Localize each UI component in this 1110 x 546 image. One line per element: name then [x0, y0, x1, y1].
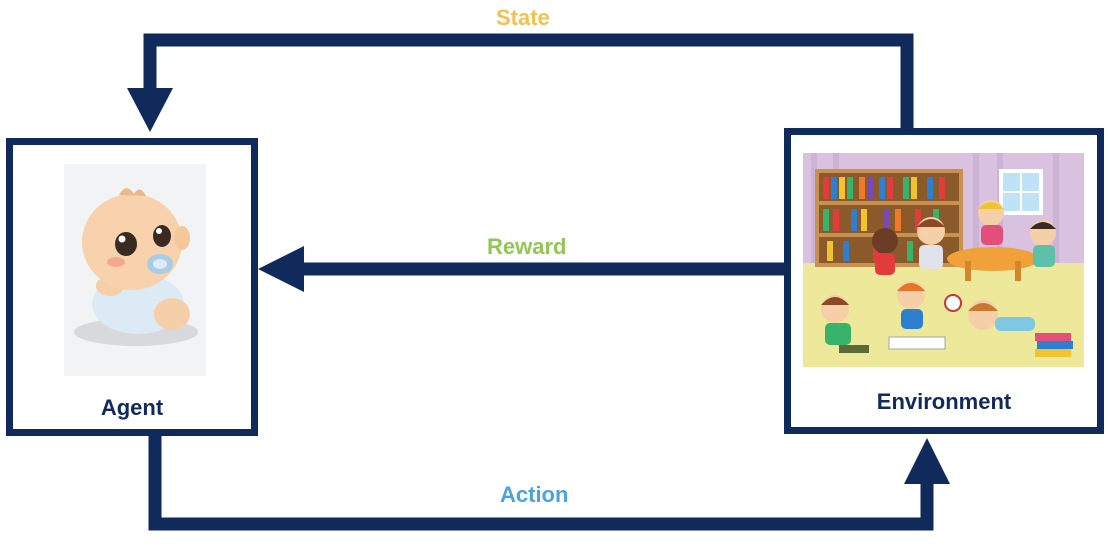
action-arrow-head: [904, 438, 950, 484]
reward-arrow-head: [258, 246, 304, 292]
agent-label: Agent: [100, 395, 164, 420]
agent-box: Agent: [6, 138, 258, 436]
classroom-illustration: [803, 153, 1084, 367]
state-label: State: [496, 5, 550, 30]
reward-label: Reward: [487, 234, 567, 259]
state-arrow-head: [127, 88, 173, 132]
action-label: Action: [500, 482, 569, 507]
baby-illustration: [64, 164, 206, 376]
state-arrow-line: [143, 33, 914, 132]
action-arrow-line: [148, 435, 934, 531]
environment-box: Environment: [784, 128, 1104, 434]
environment-label: Environment: [876, 389, 1012, 414]
